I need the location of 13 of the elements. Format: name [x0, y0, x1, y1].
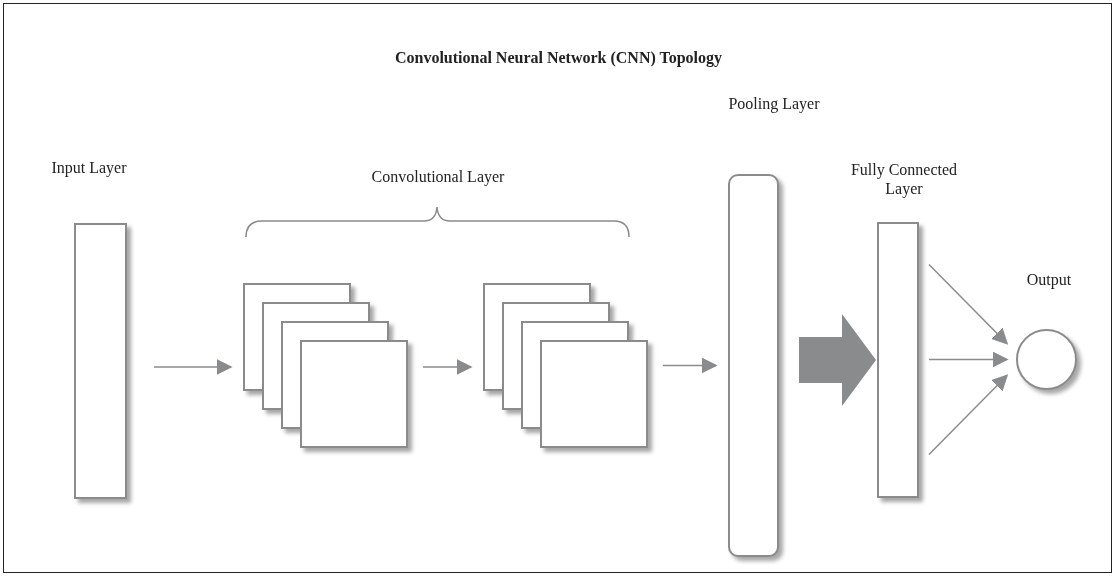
layer-label: Fully Connected Layer [849, 160, 959, 198]
layer-label: Input Layer [50, 158, 128, 177]
arrow [662, 357, 718, 374]
arrow [928, 263, 1009, 345]
layer-label: Output [1025, 270, 1073, 289]
block-arrow [799, 314, 876, 406]
arrow [928, 351, 1009, 368]
arrow [153, 359, 233, 375]
group-label: Convolutional Layer [370, 167, 506, 186]
diagram-title: Convolutional Neural Network (CNN) Topology [393, 48, 724, 67]
layer-label: Pooling Layer [727, 94, 821, 113]
arrow [928, 374, 1009, 456]
arrow [422, 359, 473, 375]
